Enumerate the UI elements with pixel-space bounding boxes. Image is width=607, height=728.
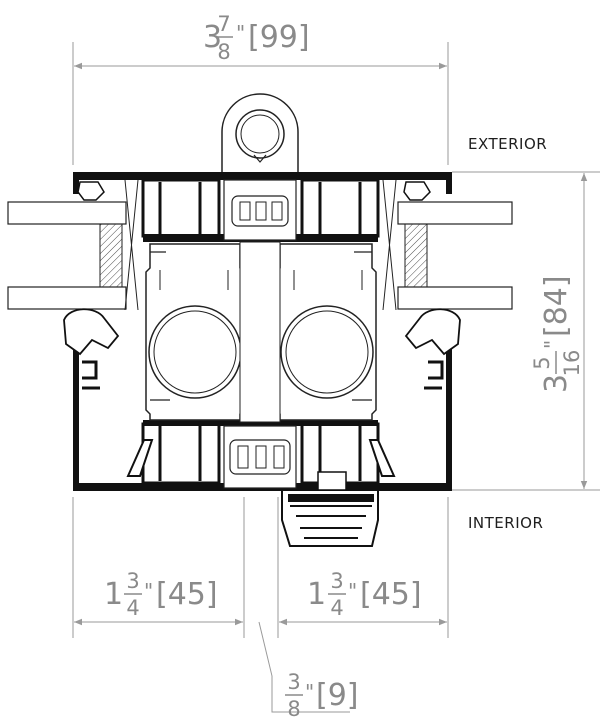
right-half-inch-mark: " bbox=[348, 579, 357, 603]
width-numerator: 7 bbox=[217, 12, 230, 36]
dimension-left-half: 1 3 4 " [45] bbox=[72, 497, 245, 638]
gap-denominator: 8 bbox=[287, 697, 300, 721]
dimension-right-half: 1 3 4 " [45] bbox=[277, 497, 449, 638]
anchor-clip bbox=[281, 471, 379, 547]
left-half-whole: 1 bbox=[104, 577, 123, 612]
left-half-inch-mark: " bbox=[144, 579, 153, 603]
exterior-label: EXTERIOR bbox=[468, 135, 547, 153]
gap-inch-mark: " bbox=[305, 680, 314, 704]
right-half-numerator: 3 bbox=[330, 569, 343, 593]
right-half-whole: 1 bbox=[307, 577, 326, 612]
left-half-numerator: 3 bbox=[126, 569, 139, 593]
height-metric: [84] bbox=[539, 275, 574, 337]
interior-trim-clips bbox=[126, 439, 396, 477]
height-whole: 3 bbox=[539, 374, 574, 393]
width-inch-mark: " bbox=[236, 21, 245, 45]
height-numerator: 5 bbox=[530, 356, 554, 369]
glazing-gaskets bbox=[63, 181, 461, 390]
left-half-denominator: 4 bbox=[126, 596, 139, 620]
glass-panes bbox=[7, 201, 513, 310]
height-denominator: 16 bbox=[560, 350, 584, 377]
thermal-break-bottom bbox=[223, 425, 297, 489]
mullion-body bbox=[145, 241, 377, 423]
thermal-break-top bbox=[223, 179, 297, 241]
dimension-center-gap: 3 8 " [9] bbox=[258, 621, 359, 721]
gap-metric: [9] bbox=[316, 678, 359, 713]
width-whole: 3 bbox=[203, 20, 222, 55]
right-half-metric: [45] bbox=[360, 577, 422, 612]
width-metric: [99] bbox=[248, 20, 310, 55]
interior-label: INTERIOR bbox=[468, 514, 543, 532]
gap-numerator: 3 bbox=[287, 670, 300, 694]
height-inch-mark: " bbox=[540, 340, 564, 349]
glazing-spacers bbox=[99, 179, 428, 311]
left-half-metric: [45] bbox=[156, 577, 218, 612]
dimension-overall-width: 3 7 8 " [99] bbox=[72, 12, 449, 165]
width-denominator: 8 bbox=[217, 40, 230, 64]
pressure-cap-tube bbox=[221, 93, 299, 172]
right-half-denominator: 4 bbox=[330, 596, 343, 620]
dimension-overall-height: 3 5 16 " [84] bbox=[452, 171, 600, 491]
